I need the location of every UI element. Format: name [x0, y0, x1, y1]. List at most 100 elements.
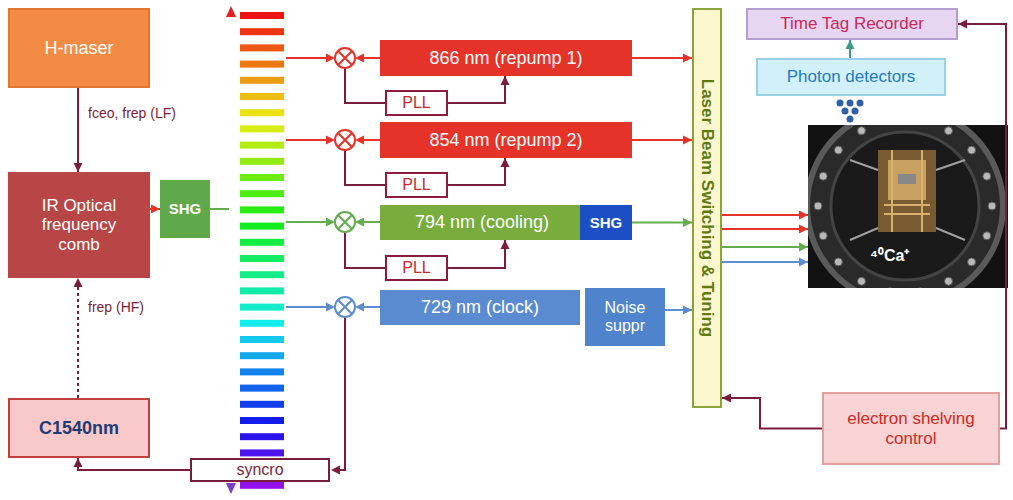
connector: [448, 76, 510, 103]
connector: [846, 40, 855, 58]
photon-dot: [857, 100, 864, 107]
spectrum-line: [240, 142, 284, 149]
mixer-to-pll-wire: [345, 232, 385, 268]
connector: [74, 458, 191, 470]
beat-wire: [286, 306, 333, 308]
spectrum-line: [240, 368, 284, 375]
arrowhead: [355, 136, 364, 145]
pll-box: PLL: [385, 90, 448, 116]
spectrum-line: [240, 336, 284, 343]
node-text: IR Optical frequency comb: [22, 196, 136, 255]
connector: [722, 394, 822, 429]
node-text: PLL: [402, 259, 430, 277]
fluorescence-dots: [837, 100, 864, 123]
mixer-circle: [335, 130, 355, 150]
arrowhead: [355, 54, 364, 63]
spectrum-line: [240, 304, 284, 311]
laser-box: 729 nm (clock): [380, 290, 580, 325]
arrowhead: [683, 54, 692, 63]
spectrum-line: [240, 12, 284, 19]
node-text: ⁴⁰Ca⁺: [870, 247, 909, 265]
detector-box: Photon detectors: [756, 58, 946, 96]
flange-bolt: [814, 202, 822, 210]
vacuum-flange: [808, 125, 1003, 288]
photon-dot: [837, 100, 844, 107]
spectrum-line: [240, 44, 284, 51]
connector: [722, 225, 808, 234]
mixer-symbol: [335, 48, 355, 68]
flange-bolt: [983, 232, 991, 240]
spectrum-line: [240, 320, 284, 327]
spectrum-line: [240, 109, 284, 116]
connector: [632, 136, 692, 145]
shg-to-spectrum-wire: [210, 208, 229, 210]
spectrum-line: [240, 223, 284, 230]
spectrum-line: [240, 287, 284, 294]
beat-wire: [286, 57, 333, 59]
connector: [722, 258, 808, 267]
arrowhead: [326, 54, 335, 63]
flange-bolt: [858, 277, 866, 285]
noise-box: Noise suppr: [585, 288, 665, 346]
connector: [150, 205, 160, 214]
arrowhead: [501, 158, 510, 167]
connector-line: [77, 88, 79, 172]
spectrum-line: [240, 352, 284, 359]
connector: [722, 211, 808, 220]
node-text: syncro: [236, 461, 283, 479]
connector-line: [448, 76, 505, 103]
recorder-box: Time Tag Recorder: [746, 8, 958, 40]
reference-box: H-maser: [8, 8, 150, 88]
connector: [448, 240, 510, 268]
node-text: SHG: [169, 200, 202, 217]
spectrum-line: [240, 77, 284, 84]
spectrum-line: [240, 93, 284, 100]
arrowhead: [501, 240, 510, 249]
arrowhead: [326, 303, 335, 312]
spectrum-line: [240, 417, 284, 424]
connector-line: [448, 158, 505, 185]
arrowhead: [326, 218, 335, 227]
arrowhead: [799, 211, 808, 220]
beat-wire: [286, 139, 333, 141]
photon-dot: [852, 108, 859, 115]
spectrum-line: [240, 401, 284, 408]
arrowhead: [355, 303, 364, 312]
mixer-cross: [338, 215, 352, 229]
flange-bolt: [819, 232, 827, 240]
mixer-circle: [335, 297, 355, 317]
photon-dot: [847, 100, 854, 107]
connector: [632, 218, 692, 227]
node-text: SHG: [590, 214, 623, 231]
spectrum-line: [240, 482, 284, 489]
connector-line: [722, 228, 808, 230]
mixer-to-pll-wire: [345, 68, 385, 103]
node-text: 794 nm (cooling): [415, 212, 549, 233]
flange-bolt: [988, 202, 996, 210]
node-text: PLL: [402, 94, 430, 112]
spectrum-arrowhead: [226, 483, 236, 494]
node-text: electron shelving control: [832, 409, 990, 448]
laser-box: 866 nm (repump 1): [380, 40, 632, 76]
node-text: 729 nm (clock): [421, 297, 539, 318]
flange-bolt: [886, 288, 894, 289]
connector-line: [958, 24, 1006, 429]
node-text: Photon detectors: [787, 67, 916, 87]
mixer-cross: [338, 300, 352, 314]
arrowhead: [683, 218, 692, 227]
trap-electrodes: [888, 160, 926, 200]
arrowhead: [799, 243, 808, 252]
ion-trap-photo-frame: ⁴⁰Ca⁺: [808, 125, 1008, 288]
spectrum-axis: [230, 16, 233, 484]
connector: [958, 20, 1006, 429]
spectrum-line: [240, 271, 284, 278]
connector: [722, 243, 808, 252]
mixer-to-pll-wire: [345, 150, 385, 185]
connector-line: [722, 398, 822, 429]
arrowhead: [74, 163, 83, 172]
connector-line: [77, 278, 79, 398]
flange-bolt: [834, 258, 842, 266]
connector: [74, 278, 83, 398]
